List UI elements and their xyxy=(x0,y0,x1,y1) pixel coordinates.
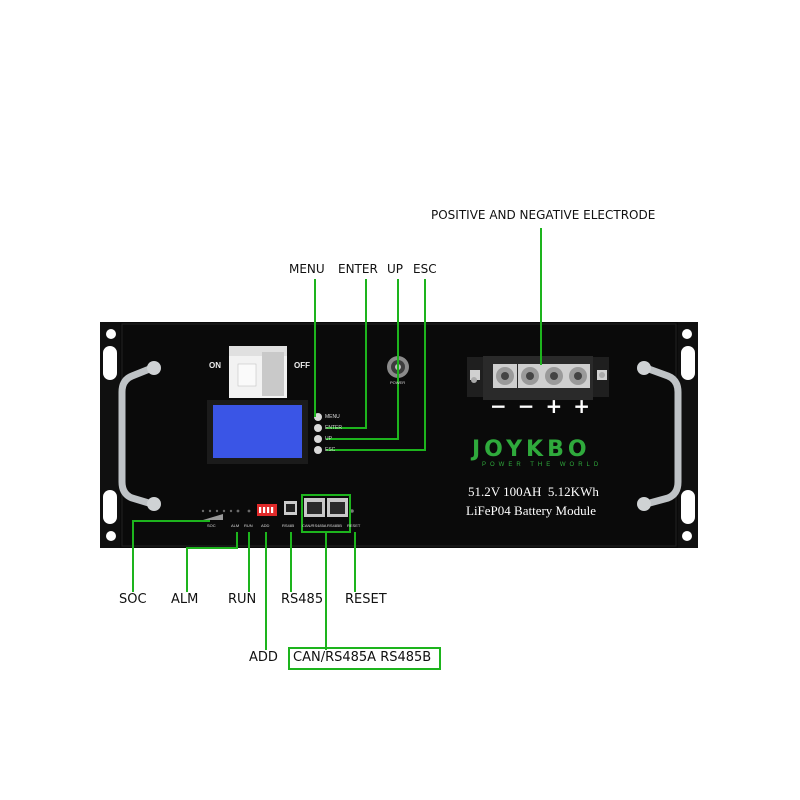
rs485-label: RS485 xyxy=(281,592,324,607)
breaker-switch[interactable] xyxy=(229,346,287,398)
run-text: RUN xyxy=(244,523,253,528)
negative-sign-1: − xyxy=(490,394,507,418)
menu-text: MENU xyxy=(325,414,340,420)
power-text: POWER xyxy=(390,380,406,385)
on-text: ON xyxy=(209,361,221,370)
run-label: RUN xyxy=(228,592,257,607)
add-text: ADD xyxy=(261,523,270,528)
soc-text: SOC xyxy=(207,523,216,528)
can-label-box xyxy=(288,647,441,670)
esc-label: ESC xyxy=(413,262,437,276)
spec-text: 51.2V 100AH 5.12KWh xyxy=(468,484,599,499)
alm-text: ALM xyxy=(231,523,240,528)
up-button[interactable] xyxy=(314,435,322,443)
positive-sign-1: + xyxy=(545,394,563,418)
up-text: UP xyxy=(325,436,332,442)
brand-name: JOYKBO xyxy=(472,437,591,462)
up-label: UP xyxy=(387,262,404,276)
positive-sign-2: + xyxy=(573,394,590,418)
reset-text: RESET xyxy=(347,523,361,528)
rs485b-text: RS485B xyxy=(327,523,342,528)
enter-text: ENTER xyxy=(325,425,342,431)
reset-button[interactable] xyxy=(350,509,354,513)
menu-label: MENU xyxy=(289,262,325,276)
enter-label: ENTER xyxy=(338,262,378,276)
reset-label: RESET xyxy=(345,592,387,607)
can-ports[interactable] xyxy=(304,498,348,517)
off-text: OFF xyxy=(294,361,310,370)
esc-button[interactable] xyxy=(314,446,322,454)
left-handle xyxy=(118,364,156,508)
brand-slogan: POWER THE WORLD xyxy=(482,462,603,468)
esc-text: ESC xyxy=(325,447,336,453)
rs485-text: RS485 xyxy=(282,523,295,528)
can-label: CAN/RS485A RS485B xyxy=(293,650,432,665)
add-label: ADD xyxy=(249,650,278,665)
negative-sign-2: − xyxy=(517,394,535,418)
enter-button[interactable] xyxy=(314,424,322,432)
callout-lines xyxy=(132,228,542,650)
soc-leds xyxy=(201,509,251,513)
alm-label: ALM xyxy=(171,592,199,607)
model-text: LiFeP04 Battery Module xyxy=(466,503,596,518)
soc-label: SOC xyxy=(119,592,147,607)
can-a-text: CAN/RS485A xyxy=(302,523,327,528)
lcd-screen xyxy=(213,405,302,458)
terminal-screws xyxy=(493,364,590,388)
dip-switch[interactable] xyxy=(257,504,277,516)
terminal-polarity: − − + + xyxy=(490,396,590,416)
electrode-label: POSITIVE AND NEGATIVE ELECTRODE xyxy=(431,208,656,222)
rs485-port[interactable] xyxy=(284,501,297,515)
right-handle xyxy=(642,364,682,508)
